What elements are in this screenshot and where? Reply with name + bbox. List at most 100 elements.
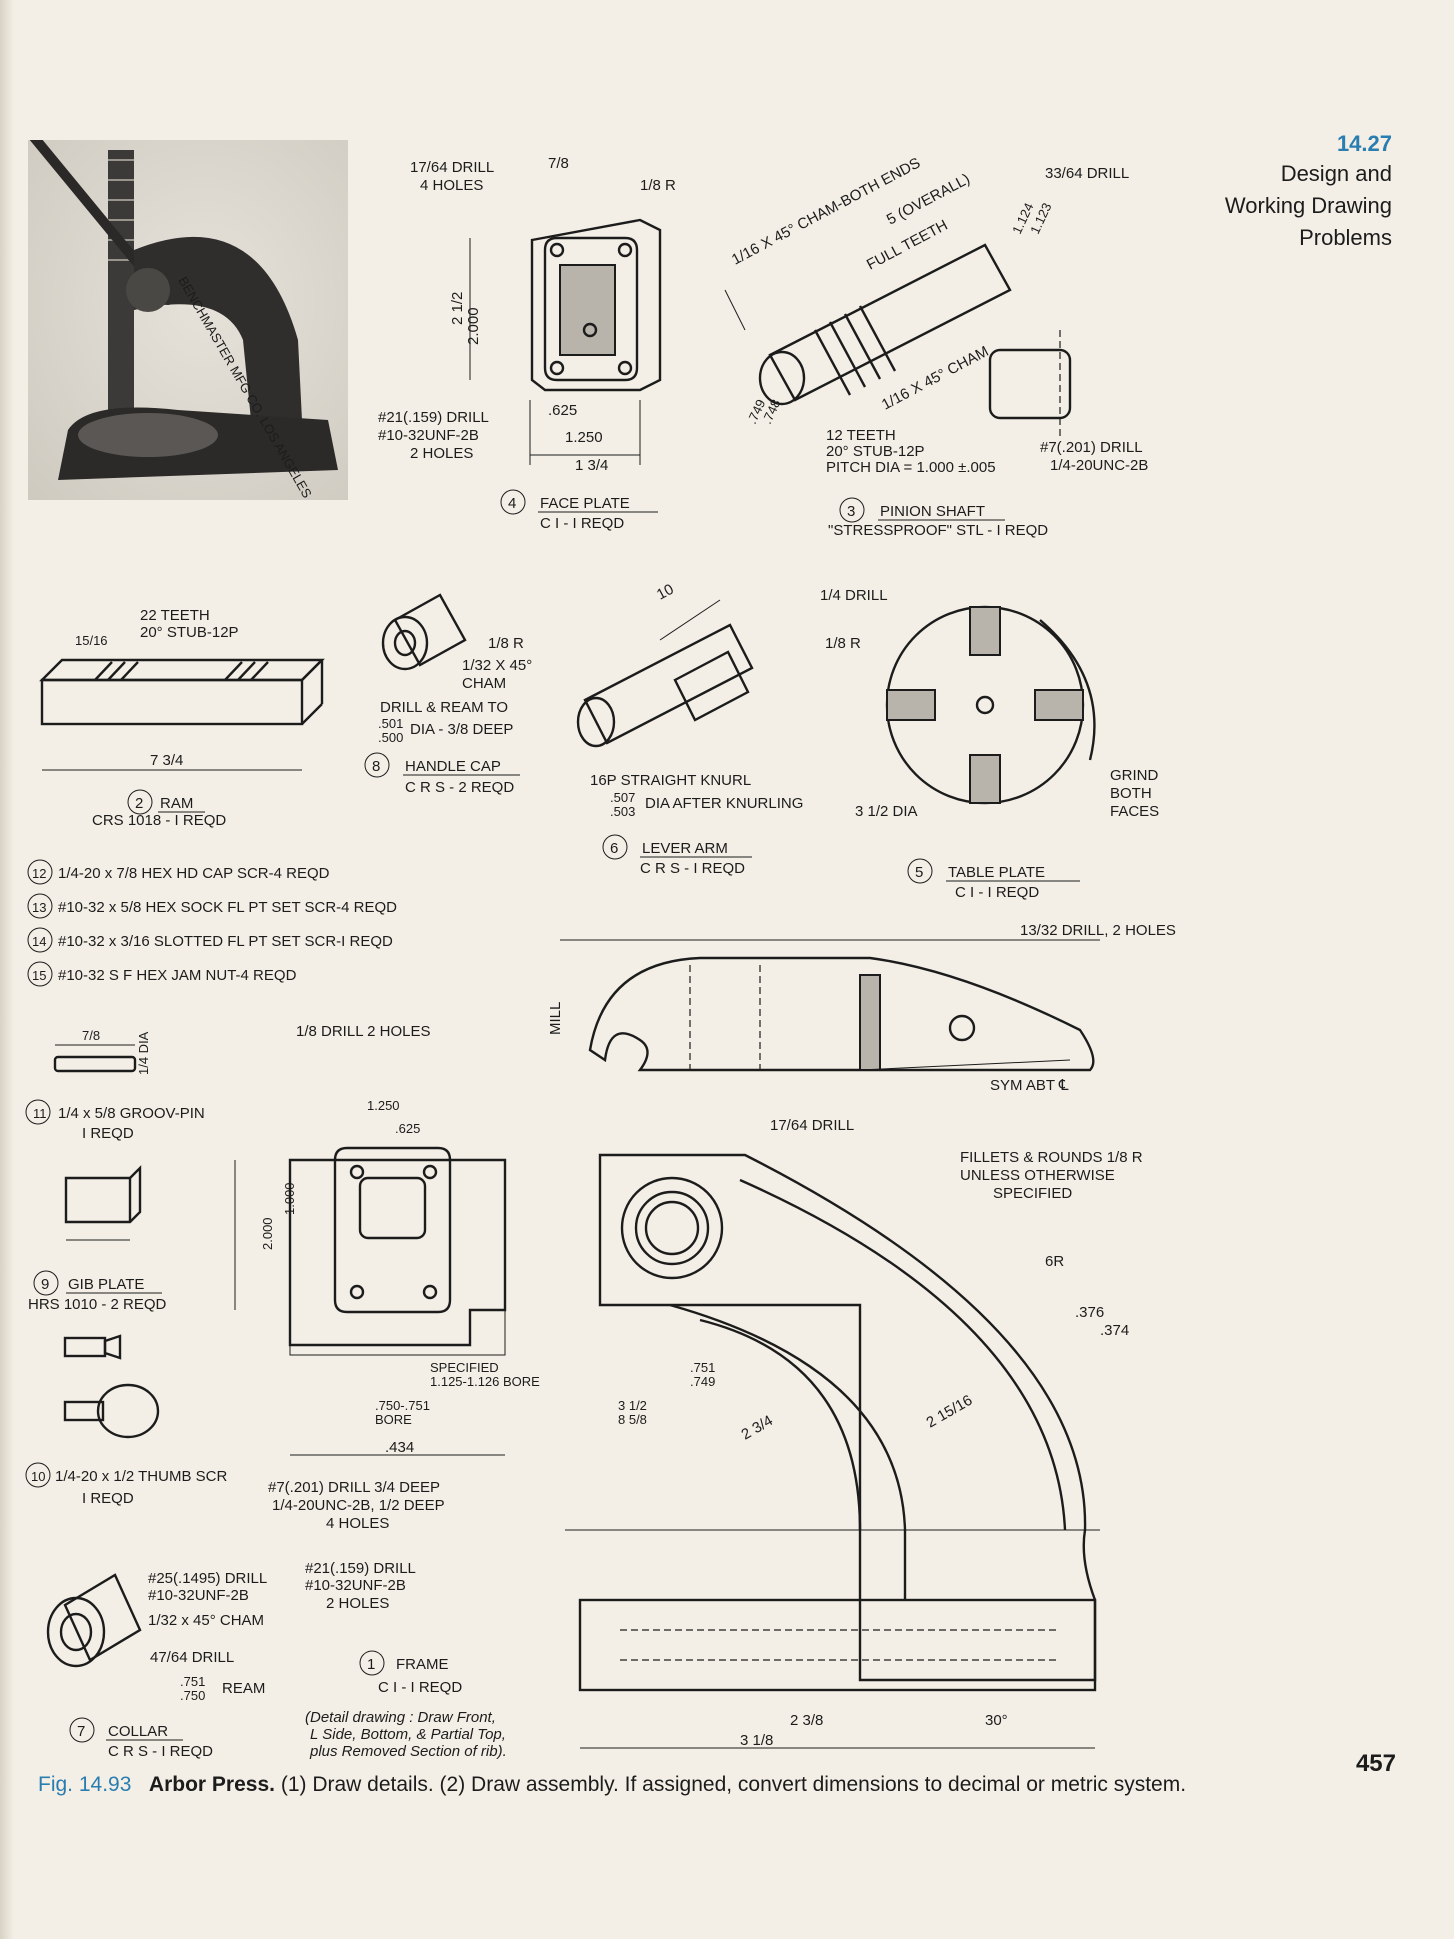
collar-drawing: #25(.1495) DRILL #10-32UNF-2B 1/32 x 45°…	[46, 1570, 267, 1760]
pinion-spec2: 20° STUB-12P	[826, 443, 925, 460]
frame-dim-434: .751	[690, 1360, 715, 1375]
pinion-thread: 1/4-20UNC-2B	[1050, 457, 1148, 474]
face-plate-dim-top: 7/8	[548, 155, 569, 172]
face-plate-holes2-label: 2 HOLES	[410, 445, 473, 462]
lever-arm-number: 6	[610, 840, 618, 857]
frame-dim-2000: 2.000	[260, 1217, 275, 1250]
arbor-press-illustration: BENCHMASTER MFG CO. LOS ANGELES	[29, 140, 338, 500]
table-plate-material: C I - I REQD	[955, 884, 1039, 901]
frame-dim-1250: 1.250	[367, 1098, 400, 1113]
lever-arm-drawing: 10 16P STRAIGHT KNURL .507 .503 DIA AFTE…	[576, 581, 803, 877]
table-plate-radius: 1/8 R	[825, 635, 861, 652]
frame-dim-1000: 1.000	[282, 1182, 297, 1215]
thumb-screw-title: 1/4-20 x 1/2 THUMB SCR	[55, 1468, 227, 1485]
lever-arm-knurl: 16P STRAIGHT KNURL	[590, 772, 751, 789]
frame-dim-374: 1.125-1.126 BORE	[430, 1374, 540, 1389]
face-plate-balloon	[500, 489, 526, 515]
pinion-spec3: PITCH DIA = 1.000 ±.005	[826, 459, 996, 476]
collar-ream1: .751	[180, 1674, 205, 1689]
frame-tap-holes: 4 HOLES	[326, 1515, 389, 1532]
lever-arm-dia1: .507	[610, 790, 635, 805]
frame-dim-1184: 8 5/8	[618, 1412, 647, 1427]
handle-cap-depth: DIA - 3/8 DEEP	[410, 721, 513, 738]
frame-top-view: 13/32 DRILL, 2 HOLES 17/64 DRILL SYM ABT…	[547, 922, 1176, 1134]
ram-length: 7 3/4	[150, 752, 183, 769]
ram-balloon	[127, 789, 153, 815]
lever-arm-material: C R S - I REQD	[640, 860, 745, 877]
ram-stub-label: 20° STUB-12P	[140, 624, 239, 641]
gib-plate-title: GIB PLATE	[68, 1276, 144, 1293]
groove-pin-drawing: 7/8 1/4 DIA 11 1/4 x 5/8 GROOV-PIN I REQ…	[25, 1028, 205, 1142]
face-plate-dim-2000: 2.000	[465, 307, 482, 345]
frame-tap-thread: 1/4-20UNC-2B, 1/2 DEEP	[272, 1497, 445, 1514]
section-title-line3: Problems	[1299, 225, 1392, 250]
groove-pin-title: 1/4 x 5/8 GROOV-PIN	[58, 1105, 205, 1122]
frame-dim-2-15-16: 30°	[985, 1712, 1008, 1729]
gib-plate-material: HRS 1010 - 2 REQD	[28, 1296, 167, 1313]
collar-number: 7	[77, 1723, 85, 1740]
frame-holes2: 2 HOLES	[326, 1595, 389, 1612]
handle-cap-dia1: .501	[378, 716, 403, 731]
lever-arm-knurl-note: DIA AFTER KNURLING	[645, 795, 803, 812]
handle-cap-cham: 1/32 X 45°	[462, 657, 532, 674]
frame-mill: MILL	[547, 1002, 564, 1035]
ram-drawing: 22 TEETH 20° STUB-12P 7 3/4 15/16 2 RAM …	[39, 607, 325, 829]
face-plate-holes-label: 4 HOLES	[420, 177, 483, 194]
handle-cap-cham2: CHAM	[462, 675, 506, 692]
handle-cap-drawing: 1/8 R 1/32 X 45° CHAM DRILL & REAM TO .5…	[364, 593, 532, 796]
hw-12-number: 12	[32, 866, 46, 881]
frame-tap-drill: #7(.201) DRILL 3/4 DEEP	[268, 1479, 440, 1496]
pinion-spec1: 12 TEETH	[826, 427, 896, 444]
pinion-balloon	[839, 497, 865, 523]
pinion-tap-drill: #7(.201) DRILL	[1040, 439, 1143, 456]
frame-small-drill: 1/8 DRILL 2 HOLES	[296, 1023, 431, 1040]
thumb-screw-drawing: 10 1/4-20 x 1/2 THUMB SCR I REQD	[25, 1334, 227, 1507]
lever-arm-length: 10	[654, 581, 677, 604]
face-plate-tap-drill-label: #21(.159) DRILL	[378, 409, 489, 426]
frame-fillet-note3: SPECIFIED	[993, 1185, 1072, 1202]
frame-bore1: 6R	[1045, 1253, 1064, 1270]
frame-dim-376: SPECIFIED	[430, 1360, 499, 1375]
thumb-screw-material: I REQD	[82, 1490, 134, 1507]
lever-arm-dia2: .503	[610, 804, 635, 819]
section-title-line1: Design and	[1280, 161, 1392, 186]
table-plate-drawing: 1/4 DRILL 1/8 R 3 1/2 DIA GRIND BOTH FAC…	[820, 587, 1159, 901]
frame-bore2b: .374	[1100, 1322, 1129, 1339]
groove-pin-length: 7/8	[82, 1028, 100, 1043]
face-plate-thread-label: #10-32UNF-2B	[378, 427, 479, 444]
lever-arm-balloon	[602, 834, 628, 860]
face-plate-dim-1250: 1.250	[565, 429, 603, 446]
detail-note-line3: plus Removed Section of rib).	[309, 1743, 507, 1760]
detail-note-line2: L Side, Bottom, & Partial Top,	[310, 1726, 506, 1743]
frame-dim-432: .749	[690, 1374, 715, 1389]
frame-drill2: #21(.159) DRILL	[305, 1560, 416, 1577]
handle-cap-drill: DRILL & REAM TO	[380, 699, 508, 716]
handle-cap-material: C R S - 2 REQD	[405, 779, 514, 796]
frame-dim-8-5-8: 3 1/8	[740, 1732, 773, 1749]
table-plate-drill: 1/4 DRILL	[820, 587, 888, 604]
figure-caption: Fig. 14.93 Arbor Press. (1) Draw details…	[38, 1770, 1238, 1800]
section-title-line2: Working Drawing	[1224, 193, 1392, 218]
pinion-cham2-label: 1/16 X 45° CHAM	[879, 343, 992, 414]
frame-number: 1	[367, 1656, 375, 1673]
figure-number: Fig. 14.93	[38, 1773, 132, 1796]
table-plate-grind1: GRIND	[1110, 767, 1159, 784]
page-number: 457	[1355, 1750, 1396, 1777]
frame-dim-749: BORE	[375, 1412, 412, 1427]
hw-15-number: 15	[32, 968, 46, 983]
ram-number: 2	[135, 795, 143, 812]
face-plate-dim-height: 2 1/2	[449, 292, 466, 325]
frame-dim-1186: 3 1/2	[618, 1398, 647, 1413]
face-plate-drawing: 17/64 DRILL 4 HOLES #21(.159) DRILL #10-…	[378, 155, 676, 532]
hw-13-text: #10-32 x 5/8 HEX SOCK FL PT SET SCR-4 RE…	[58, 899, 397, 916]
frame-radius-6: 2 15/16	[924, 1392, 976, 1432]
frame-material: C I - I REQD	[378, 1679, 462, 1696]
collar-ream3: REAM	[222, 1680, 265, 1697]
frame-title: FRAME	[396, 1656, 449, 1673]
table-plate-grind2: BOTH	[1110, 785, 1152, 802]
groove-pin-material: I REQD	[82, 1125, 134, 1142]
face-plate-dim-width: 1 3/4	[575, 457, 608, 474]
face-plate-material: C I - I REQD	[540, 515, 624, 532]
collar-drill2: 47/64 DRILL	[150, 1649, 234, 1666]
